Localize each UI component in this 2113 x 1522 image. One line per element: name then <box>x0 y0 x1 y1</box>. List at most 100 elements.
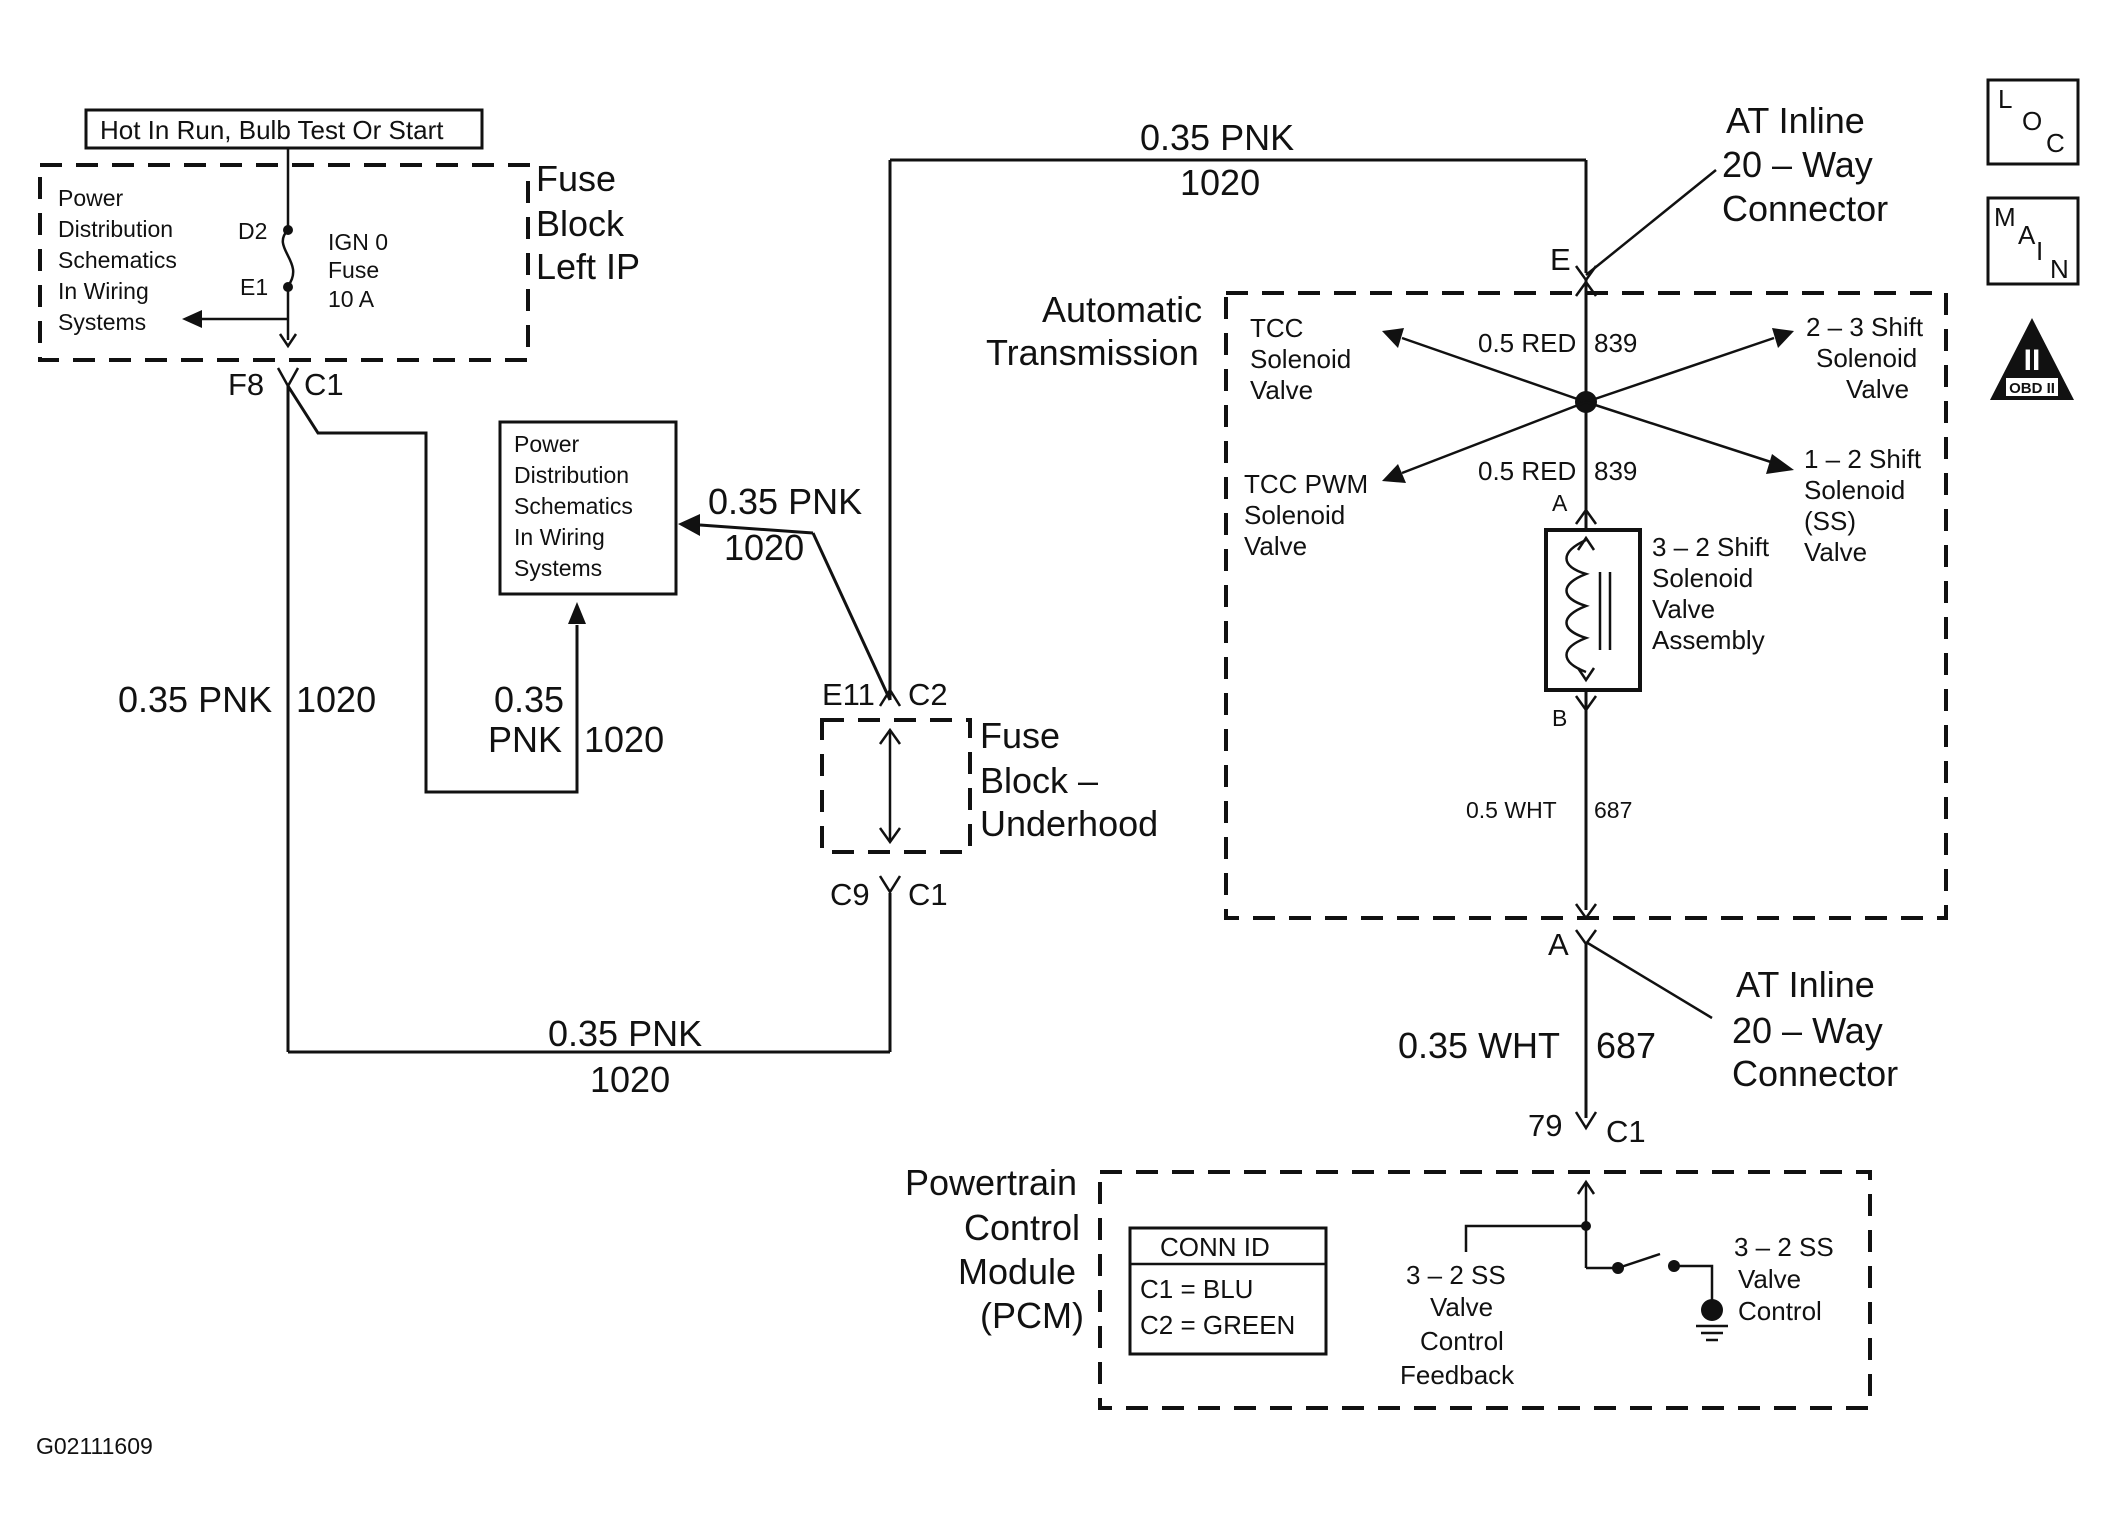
fuse-label-line1: IGN 0 <box>328 229 388 255</box>
circuit-1020-wiring: 0.35 PNK 1020 0.35 PNK 1020 0.35 PNK 102… <box>118 117 1588 1100</box>
shift12-arrow <box>1766 454 1794 474</box>
control-line1: 3 – 2 SS <box>1734 1232 1834 1262</box>
underhood-arrow-up <box>878 727 902 745</box>
transmission-entry-arrow <box>1574 279 1598 297</box>
assembly-line4: Assembly <box>1652 625 1765 655</box>
at-bottom-line1: AT Inline <box>1736 964 1875 1005</box>
main-letter-a: A <box>2018 220 2036 250</box>
obd2-numeral: II <box>2024 344 2041 377</box>
left-power-dist-line2: Distribution <box>58 216 173 242</box>
fuse-block-left-ip: Hot In Run, Bulb Test Or Start Power Dis… <box>38 108 640 362</box>
shift23-line3: Valve <box>1846 374 1909 404</box>
wire-left-size: 0.35 PNK <box>118 679 272 720</box>
feedback-line2: Valve <box>1430 1292 1493 1322</box>
left-power-dist-arrow <box>182 310 202 328</box>
pcm-input-arrow <box>1576 1179 1596 1195</box>
fuse-block-underhood: E11 C2 C9 C1 Fuse Block – Underhood <box>820 677 1158 912</box>
pcm-title2: Control <box>964 1207 1080 1248</box>
fuse-block-left-outline <box>38 163 530 362</box>
wire-1020-splice-to-power-dist <box>286 385 579 794</box>
wire-upper-circuit: 839 <box>1594 328 1637 358</box>
fuse-output-arrow <box>278 333 298 349</box>
hot-in-run-label: Hot In Run, Bulb Test Or Start <box>100 115 444 145</box>
powertrain-control-module: 79 C1 Powertrain Control Module (PCM) CO… <box>905 1108 1872 1410</box>
assembly-line1: 3 – 2 Shift <box>1652 532 1770 562</box>
fuse-label-line2: Fuse <box>328 257 379 283</box>
pcm-outline <box>1098 1170 1872 1410</box>
tcc-line1: TCC <box>1250 313 1303 343</box>
power-distribution-box: Power Distribution Schematics In Wiring … <box>498 420 678 596</box>
tcc-pwm-line3: Valve <box>1244 531 1307 561</box>
wire-bottom-size: 0.35 PNK <box>548 1013 702 1054</box>
conn-id-row2: C2 = GREEN <box>1140 1310 1295 1340</box>
solenoid-inner-arrow-up <box>1576 535 1596 551</box>
power-dist-box-outline <box>498 420 678 596</box>
connector-f8-c1: F8 C1 <box>228 367 344 402</box>
control-line2: Valve <box>1738 1264 1801 1294</box>
underhood-top-conn: C2 <box>908 677 948 712</box>
automatic-transmission: Automatic Transmission TCC Solenoid Valv… <box>986 279 1948 921</box>
shift12-line2: Solenoid <box>1804 475 1905 505</box>
feedback-line4: Feedback <box>1400 1360 1515 1390</box>
loc-letter-o: O <box>2022 106 2042 136</box>
ign0-fuse-symbol <box>281 229 295 287</box>
obd2-label-box <box>2006 378 2058 396</box>
power-dist-box-line2: Distribution <box>514 462 629 488</box>
wire-out-circuit: 687 <box>1594 797 1632 823</box>
main-icon[interactable] <box>1986 196 2080 286</box>
power-dist-box-line1: Power <box>514 431 580 457</box>
conn-id-row1: C1 = BLU <box>1140 1274 1253 1304</box>
left-power-dist-line5: Systems <box>58 309 146 335</box>
pcm-connector-symbol <box>1574 1111 1598 1131</box>
underhood-title2: Block – <box>980 760 1098 801</box>
at-bottom-connector-symbol <box>1574 929 1598 947</box>
pcm-ground-node <box>1701 1299 1723 1321</box>
underhood-arrow-down <box>878 827 902 845</box>
pcm-feedback-wire <box>1464 1224 1586 1252</box>
wire-pcm-circuit: 687 <box>1596 1025 1656 1066</box>
solenoid-pin-a: A <box>1552 490 1568 516</box>
shift12-line1: 1 – 2 Shift <box>1804 444 1922 474</box>
wire-pcm-size: 0.35 WHT <box>1398 1025 1560 1066</box>
shift23-arrow <box>1772 328 1794 348</box>
conn-id-title: CONN ID <box>1160 1232 1270 1262</box>
underhood-bottom-conn: C1 <box>908 877 948 912</box>
badge-loc[interactable]: L O C <box>1986 78 2080 166</box>
underhood-title3: Underhood <box>980 803 1158 844</box>
solenoid-pin-a-symbol <box>1574 507 1598 525</box>
shift12-line3: (SS) <box>1804 506 1856 536</box>
main-letter-m: M <box>1994 202 2016 232</box>
pcm-conn: C1 <box>1606 1114 1646 1149</box>
at-top-line2: 20 – Way <box>1722 144 1873 185</box>
pcm-title3: Module <box>958 1251 1076 1292</box>
figure-id: G02111609 <box>36 1433 153 1459</box>
at-top-line3: Connector <box>1722 188 1888 229</box>
shift23-line2: Solenoid <box>1816 343 1917 373</box>
fuse-label-line3: 10 A <box>328 286 375 312</box>
wire-lower-size: 0.5 RED <box>1478 456 1576 486</box>
feedback-line1: 3 – 2 SS <box>1406 1260 1506 1290</box>
wire-1020-diagonal <box>811 532 892 701</box>
fuse-pin-e1: E1 <box>240 274 268 300</box>
wire-mid-size-line2: PNK <box>488 719 562 760</box>
tcc-line2: Solenoid <box>1250 344 1351 374</box>
badge-obd2[interactable]: II OBD II <box>1990 318 2074 400</box>
shift23-line1: 2 – 3 Shift <box>1806 312 1924 342</box>
at-bottom-pin: A <box>1548 927 1569 962</box>
at-bottom-line3: Connector <box>1732 1053 1898 1094</box>
loc-icon[interactable] <box>1986 78 2080 166</box>
power-dist-box-line5: Systems <box>514 555 602 581</box>
transmission-exit-arrow <box>1574 903 1598 921</box>
power-dist-box-arrow <box>568 602 586 624</box>
loc-letter-c: C <box>2046 128 2065 158</box>
pcm-ground-wire <box>1674 1264 1714 1302</box>
wire-lower-circuit: 839 <box>1594 456 1637 486</box>
wire-diag-circuit: 1020 <box>724 527 804 568</box>
assembly-line3: Valve <box>1652 594 1715 624</box>
badge-main[interactable]: M A I N <box>1986 196 2080 286</box>
transmission-title2: Transmission <box>986 332 1199 373</box>
connector-c9-symbol <box>878 875 902 895</box>
pcm-pin: 79 <box>1528 1108 1562 1143</box>
fuse-block-left-title2: Block <box>536 203 625 244</box>
